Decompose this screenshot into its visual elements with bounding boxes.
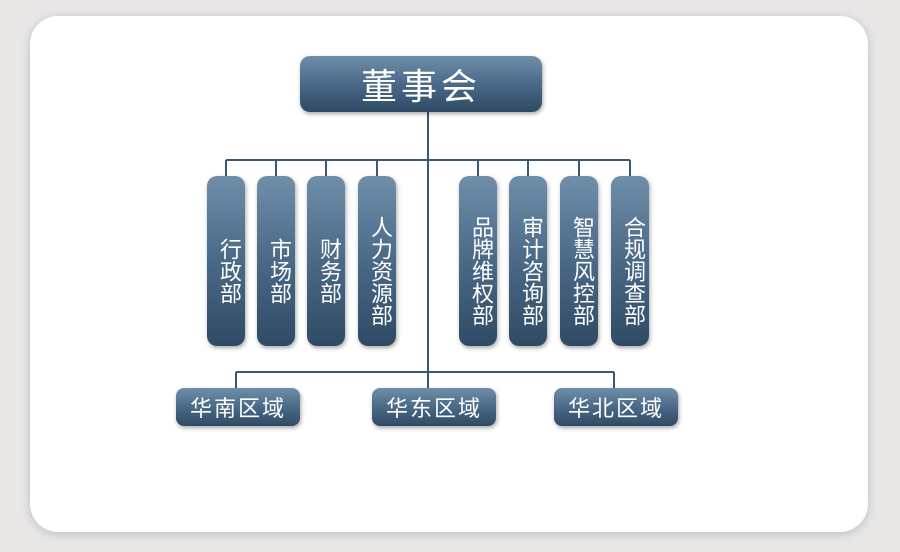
dept-node-brand-protection: 品牌维权部 bbox=[459, 176, 497, 346]
region-node-east: 华东区域 bbox=[372, 388, 496, 426]
region-node-south: 华南区域 bbox=[176, 388, 300, 426]
dept-node-risk-control: 智慧风控部 bbox=[560, 176, 598, 346]
dept-node-finance: 财务部 bbox=[307, 176, 345, 346]
dept-node-compliance: 合规调查部 bbox=[611, 176, 649, 346]
dept-node-audit-consulting: 审计咨询部 bbox=[509, 176, 547, 346]
dept-node-hr: 人力资源部 bbox=[358, 176, 396, 346]
dept-node-marketing: 市场部 bbox=[257, 176, 295, 346]
region-node-north: 华北区域 bbox=[554, 388, 678, 426]
board-of-directors-node: 董事会 bbox=[300, 56, 542, 112]
dept-node-admin: 行政部 bbox=[207, 176, 245, 346]
